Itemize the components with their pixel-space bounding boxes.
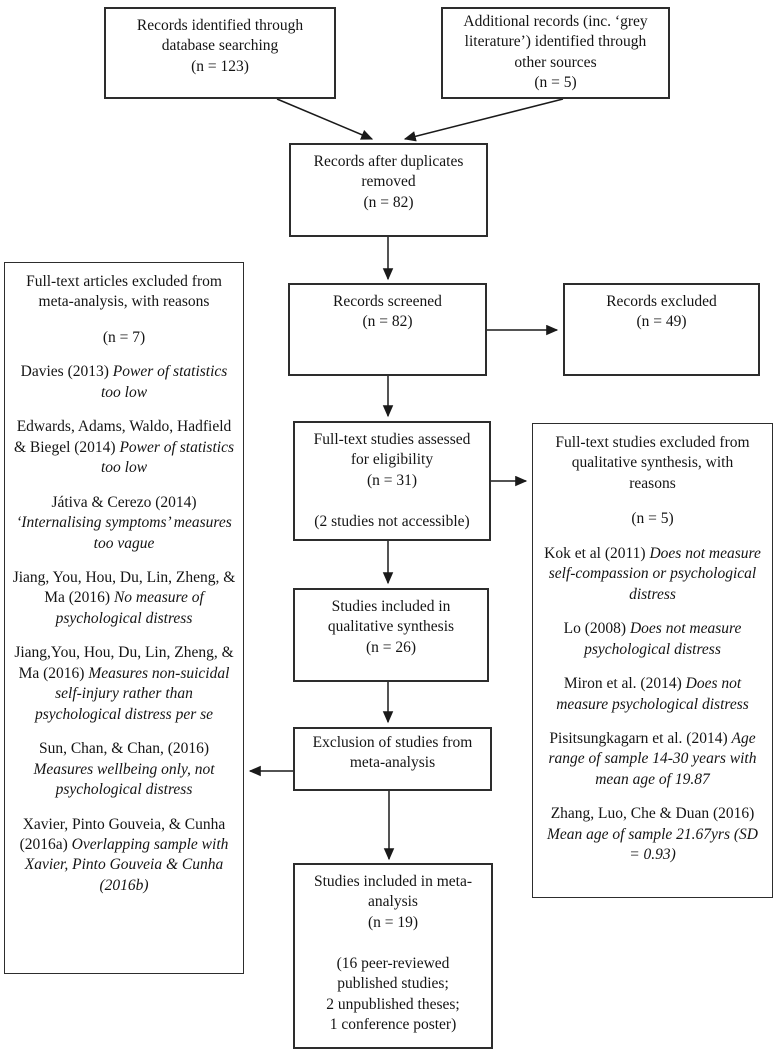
box-fulltext-assessed: Full-text studies assessed for eligibili…	[293, 421, 491, 541]
exclusion-entry: Pisitsungkagarn et al. (2014) Age range …	[548, 729, 757, 788]
box-additional-records-text: Additional records (inc. ‘grey literatur…	[463, 13, 648, 92]
box-exclusion-meta-text: Exclusion of studies from meta-analysis	[312, 734, 473, 772]
box-meta-analysis-included-text: Studies included in meta- analysis (n = …	[314, 873, 472, 1034]
exclusion-entry: Jiang,You, Hou, Du, Lin, Zheng, & Ma (20…	[14, 644, 234, 723]
box-records-excluded-text: Records excluded (n = 49)	[606, 293, 717, 331]
excluded-meta-header: Full-text articles excluded from meta-an…	[26, 273, 222, 311]
exclusion-entry: Davies (2013) Power of statistics too lo…	[20, 363, 228, 401]
box-excluded-qualitative: Full-text studies excluded from qualitat…	[532, 423, 773, 898]
excluded-qualitative-entries: Kok et al (2011) Does not measure self-c…	[533, 544, 772, 866]
box-qualitative-synthesis-text: Studies included in qualitative synthesi…	[327, 598, 455, 656]
exclusion-entry: Játiva & Cerezo (2014) ‘Internalising sy…	[16, 493, 232, 552]
exclusion-entry: Sun, Chan, & Chan, (2016) Measures wellb…	[33, 740, 215, 799]
exclusion-entry: Kok et al (2011) Does not measure self-c…	[544, 544, 761, 603]
exclusion-entry: Miron et al. (2014) Does not measure psy…	[556, 675, 749, 713]
box-qualitative-synthesis: Studies included in qualitative synthesi…	[293, 588, 489, 682]
exclusion-entry: Jiang, You, Hou, Du, Lin, Zheng, & Ma (2…	[12, 568, 236, 627]
box-meta-analysis-included: Studies included in meta- analysis (n = …	[293, 863, 493, 1049]
arrow-database-to-duplicates	[276, 98, 374, 140]
box-duplicates-removed: Records after duplicates removed (n = 82…	[289, 143, 488, 237]
excluded-qualitative-header: Full-text studies excluded from qualitat…	[555, 434, 750, 492]
exclusion-entry: Lo (2008) Does not measure psychological…	[563, 620, 742, 658]
box-records-identified-database-text: Records identified through database sear…	[136, 17, 304, 75]
box-excluded-meta-analysis: Full-text articles excluded from meta-an…	[4, 262, 244, 974]
box-additional-records: Additional records (inc. ‘grey literatur…	[441, 7, 670, 99]
exclusion-entry: Xavier, Pinto Gouveia, & Cunha (2016a) O…	[19, 815, 229, 894]
box-records-identified-database: Records identified through database sear…	[104, 7, 336, 99]
exclusion-entry: Edwards, Adams, Waldo, Hadfield & Biegel…	[13, 418, 234, 477]
box-records-screened-text: Records screened (n = 82)	[333, 293, 442, 331]
exclusion-entry: Zhang, Luo, Che & Duan (2016) Mean age o…	[547, 805, 758, 864]
excluded-qualitative-count: (n = 5)	[631, 510, 674, 528]
arrow-other-to-duplicates	[403, 98, 564, 142]
box-duplicates-removed-text: Records after duplicates removed (n = 82…	[313, 153, 464, 211]
box-records-screened: Records screened (n = 82)	[288, 283, 487, 376]
box-exclusion-meta: Exclusion of studies from meta-analysis	[293, 727, 492, 791]
excluded-meta-entries: Davies (2013) Power of statistics too lo…	[5, 362, 243, 896]
excluded-meta-count: (n = 7)	[102, 328, 146, 346]
box-fulltext-assessed-text: Full-text studies assessed for eligibili…	[313, 431, 471, 530]
box-records-excluded: Records excluded (n = 49)	[563, 283, 760, 376]
